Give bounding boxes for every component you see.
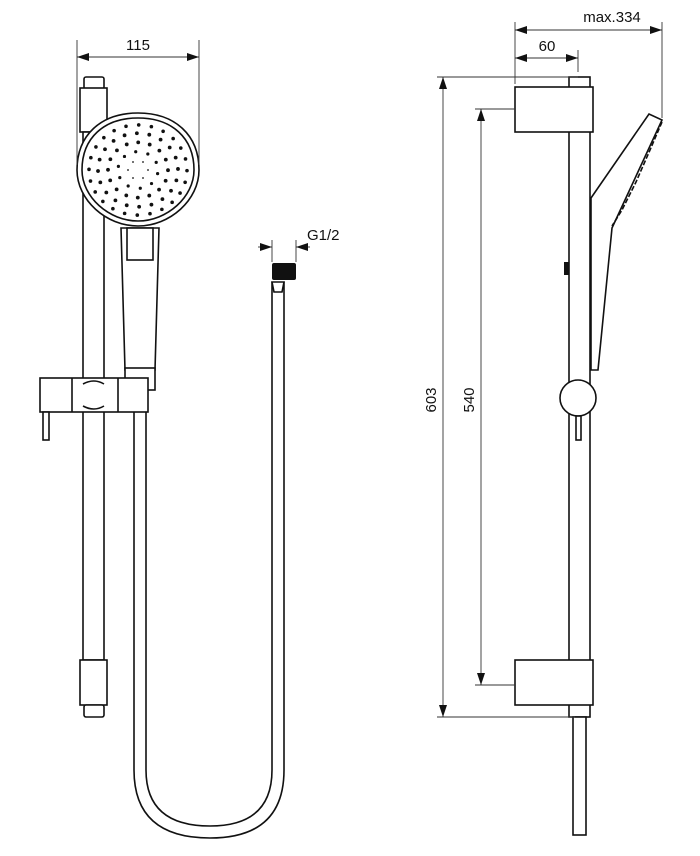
nozzle-dot xyxy=(124,203,129,208)
nozzle-dot xyxy=(147,142,152,147)
slide-rail-side xyxy=(514,76,594,836)
hose-front xyxy=(133,263,296,839)
nozzle-dot xyxy=(149,202,154,207)
nozzle-dot xyxy=(108,178,113,183)
dimension-label-max334: max.334 xyxy=(583,9,641,26)
nozzle-dot xyxy=(116,164,120,168)
nozzle-dot xyxy=(106,167,110,172)
nozzle-dot xyxy=(135,213,140,217)
slider-front xyxy=(39,377,149,441)
dimension-bracket-spacing: 540 xyxy=(461,108,515,686)
dimension-projection: max.334 60 xyxy=(514,9,663,118)
nozzle-dot xyxy=(166,168,170,173)
nozzle-dot xyxy=(124,193,129,198)
nozzle-dot xyxy=(136,123,141,127)
nozzle-dot xyxy=(156,172,160,176)
nozzle-dot xyxy=(170,200,174,205)
nozzle-dot xyxy=(138,186,142,190)
dimension-label-603: 603 xyxy=(423,387,440,412)
nozzle-dot xyxy=(93,190,98,194)
nozzle-dot xyxy=(135,195,140,200)
dimension-total-height: 603 xyxy=(423,76,578,718)
nozzle-dot xyxy=(163,157,168,162)
nozzle-dot xyxy=(147,132,152,137)
nozzle-dot xyxy=(147,169,149,171)
nozzle-dot xyxy=(112,128,116,133)
nozzle-dot xyxy=(111,138,116,143)
nozzle-dot xyxy=(98,180,103,185)
nozzle-dot xyxy=(97,157,102,162)
nozzle-dot xyxy=(88,179,93,183)
nozzle-dot xyxy=(157,148,162,153)
nozzle-dot xyxy=(132,161,134,163)
nozzle-dot xyxy=(160,197,165,202)
nozzle-dot xyxy=(108,157,113,162)
side-view: 603 540 max.334 60 xyxy=(423,9,664,836)
nozzle-dot xyxy=(102,135,106,140)
nozzle-dot xyxy=(146,152,150,156)
hand-shower-side xyxy=(559,112,664,441)
dimension-thread: G1/2 xyxy=(258,227,340,262)
nozzle-dot xyxy=(124,124,128,129)
nozzle-dot xyxy=(115,148,119,153)
nozzle-dot xyxy=(147,193,152,198)
nozzle-dot xyxy=(122,211,127,216)
nozzle-dot xyxy=(169,188,173,193)
nozzle-dot xyxy=(122,133,127,138)
dimension-head-width: 115 xyxy=(76,37,200,165)
nozzle-dot xyxy=(149,124,154,129)
nozzle-dot xyxy=(183,157,188,161)
nozzle-dot xyxy=(122,154,127,159)
nozzle-dot xyxy=(124,142,129,147)
nozzle-dot xyxy=(142,161,144,163)
nozzle-dot xyxy=(158,137,163,142)
nozzle-dot xyxy=(173,155,178,160)
nozzle-dot xyxy=(94,145,98,149)
hand-shower-front xyxy=(76,112,200,391)
nozzle-dot xyxy=(136,140,141,145)
nozzle-dot xyxy=(142,177,144,179)
nozzle-dot xyxy=(185,168,189,173)
spray-nozzles xyxy=(87,123,189,217)
hose-nut xyxy=(272,263,296,280)
dimension-label-g12: G1/2 xyxy=(307,227,340,244)
nozzle-dot xyxy=(89,155,93,160)
dimension-label-60: 60 xyxy=(539,38,556,55)
nozzle-dot xyxy=(113,198,118,203)
nozzle-dot xyxy=(126,184,130,188)
nozzle-dot xyxy=(163,178,168,183)
nozzle-dot xyxy=(167,145,172,150)
nozzle-dot xyxy=(176,167,180,171)
nozzle-dot xyxy=(154,160,158,164)
nozzle-dot xyxy=(118,176,122,180)
nozzle-dot xyxy=(96,169,100,173)
nozzle-dot xyxy=(87,167,91,172)
nozzle-dot xyxy=(111,206,115,211)
nozzle-dot xyxy=(149,181,154,186)
nozzle-dot xyxy=(148,211,152,216)
nozzle-dot xyxy=(103,147,107,152)
front-view: 115 G1/2 xyxy=(39,37,340,839)
nozzle-dot xyxy=(171,136,175,141)
nozzle-dot xyxy=(132,177,134,179)
nozzle-dot xyxy=(174,178,179,183)
nozzle-dot xyxy=(183,180,187,185)
nozzle-dot xyxy=(104,190,109,195)
nozzle-dot xyxy=(114,187,119,192)
nozzle-dot xyxy=(134,150,138,154)
nozzle-dot xyxy=(160,207,164,212)
nozzle-dot xyxy=(157,187,161,192)
dimension-label-540: 540 xyxy=(461,387,478,412)
nozzle-dot xyxy=(127,169,129,171)
nozzle-dot xyxy=(178,191,182,195)
nozzle-dot xyxy=(134,131,139,136)
nozzle-dot xyxy=(178,146,183,150)
dimension-label-115: 115 xyxy=(126,37,150,54)
nozzle-dot xyxy=(161,129,165,134)
slide-rail-front xyxy=(79,76,108,718)
nozzle-dot xyxy=(137,204,142,209)
nozzle-dot xyxy=(101,199,105,204)
